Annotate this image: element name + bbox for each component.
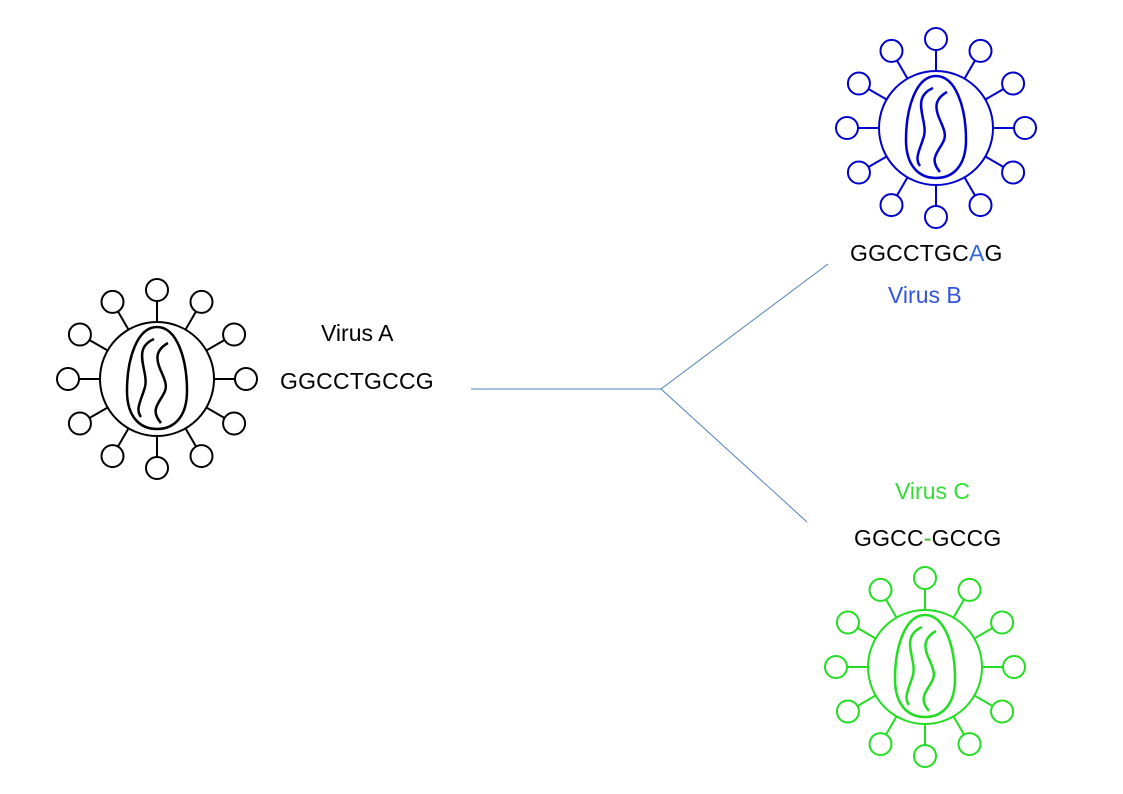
virus-a-name: Virus A bbox=[321, 320, 394, 346]
spike-line bbox=[952, 715, 965, 736]
spike-knob bbox=[1001, 160, 1026, 185]
spike-line bbox=[205, 339, 226, 352]
spike-knob bbox=[222, 322, 247, 347]
sequence-suffix: GCCG bbox=[931, 525, 1002, 551]
spike-line bbox=[973, 694, 994, 707]
spike-knob bbox=[913, 744, 937, 768]
spike-knob bbox=[879, 193, 904, 218]
genome-strand bbox=[933, 90, 948, 173]
spike-knob bbox=[846, 71, 871, 96]
branch-to-virus-c bbox=[660, 388, 808, 523]
virus-c-name: Virus C bbox=[895, 478, 970, 504]
spike-knob bbox=[234, 367, 258, 391]
spike-line bbox=[984, 88, 1005, 101]
spike-line bbox=[88, 339, 109, 352]
spike-knob bbox=[990, 699, 1015, 724]
spike-line bbox=[88, 406, 109, 419]
spike-knob bbox=[145, 456, 169, 480]
spike-knob bbox=[879, 38, 904, 63]
spike-line bbox=[896, 176, 909, 197]
spike-knob bbox=[868, 577, 893, 602]
spike-knob bbox=[824, 655, 848, 679]
sequence-prefix: GGCC bbox=[854, 525, 924, 551]
sequence-mutation: A bbox=[968, 240, 985, 266]
spike-knob bbox=[968, 38, 993, 63]
virus-c-sequence: GGCC-GCCG bbox=[854, 527, 1001, 550]
spike-knob bbox=[846, 160, 871, 185]
spike-line bbox=[896, 59, 909, 80]
spike-line bbox=[885, 715, 898, 736]
spike-knob bbox=[67, 411, 92, 436]
spike-line bbox=[867, 155, 888, 168]
spike-line bbox=[205, 406, 226, 419]
spike-knob bbox=[189, 289, 214, 314]
spike-line bbox=[984, 155, 1005, 168]
spike-knob bbox=[189, 444, 214, 469]
spike-knob bbox=[1002, 655, 1026, 679]
spike-line bbox=[963, 59, 976, 80]
spike-knob bbox=[1013, 116, 1037, 140]
branch-to-virus-b bbox=[660, 263, 829, 390]
virus-b-icon bbox=[835, 27, 1037, 229]
spike-line bbox=[117, 427, 130, 448]
spike-knob bbox=[868, 732, 893, 757]
spike-line bbox=[184, 427, 197, 448]
sequence-suffix: G bbox=[984, 240, 1003, 266]
spike-knob bbox=[957, 577, 982, 602]
virus-c-icon bbox=[824, 566, 1026, 768]
spike-line bbox=[952, 598, 965, 619]
spike-knob bbox=[100, 289, 125, 314]
virus-b-sequence: GGCCTGCAG bbox=[850, 242, 1003, 265]
sequence-mutation: - bbox=[923, 525, 932, 551]
spike-knob bbox=[957, 732, 982, 757]
spike-knob bbox=[67, 322, 92, 347]
spike-knob bbox=[835, 699, 860, 724]
virus-a-sequence: GGCCTGCCG bbox=[280, 370, 434, 393]
virus-a-icon bbox=[56, 278, 258, 480]
core-outline bbox=[904, 74, 968, 180]
spike-knob bbox=[913, 566, 937, 590]
sequence-prefix: GGCCTGC bbox=[850, 240, 969, 266]
spike-line bbox=[856, 627, 877, 640]
spike-line bbox=[963, 176, 976, 197]
core-outline bbox=[125, 325, 189, 431]
spike-knob bbox=[222, 411, 247, 436]
genome-strand bbox=[154, 341, 169, 424]
virus-b-name: Virus B bbox=[888, 282, 962, 308]
genome-strand bbox=[922, 629, 937, 712]
genome-strand bbox=[137, 337, 155, 418]
spike-knob bbox=[56, 367, 80, 391]
core-outline bbox=[893, 613, 957, 719]
spike-knob bbox=[835, 610, 860, 635]
spike-knob bbox=[924, 205, 948, 229]
spike-line bbox=[867, 88, 888, 101]
spike-line bbox=[973, 627, 994, 640]
spike-knob bbox=[924, 27, 948, 51]
spike-line bbox=[117, 310, 130, 331]
spike-knob bbox=[100, 444, 125, 469]
genome-strand bbox=[905, 625, 923, 706]
spike-knob bbox=[145, 278, 169, 302]
spike-knob bbox=[990, 610, 1015, 635]
spike-line bbox=[184, 310, 197, 331]
spike-knob bbox=[1001, 71, 1026, 96]
spike-knob bbox=[968, 193, 993, 218]
genome-strand bbox=[916, 86, 934, 167]
spike-line bbox=[885, 598, 898, 619]
sequence-prefix: GGCCTGCCG bbox=[280, 368, 434, 394]
spike-knob bbox=[835, 116, 859, 140]
spike-line bbox=[856, 694, 877, 707]
